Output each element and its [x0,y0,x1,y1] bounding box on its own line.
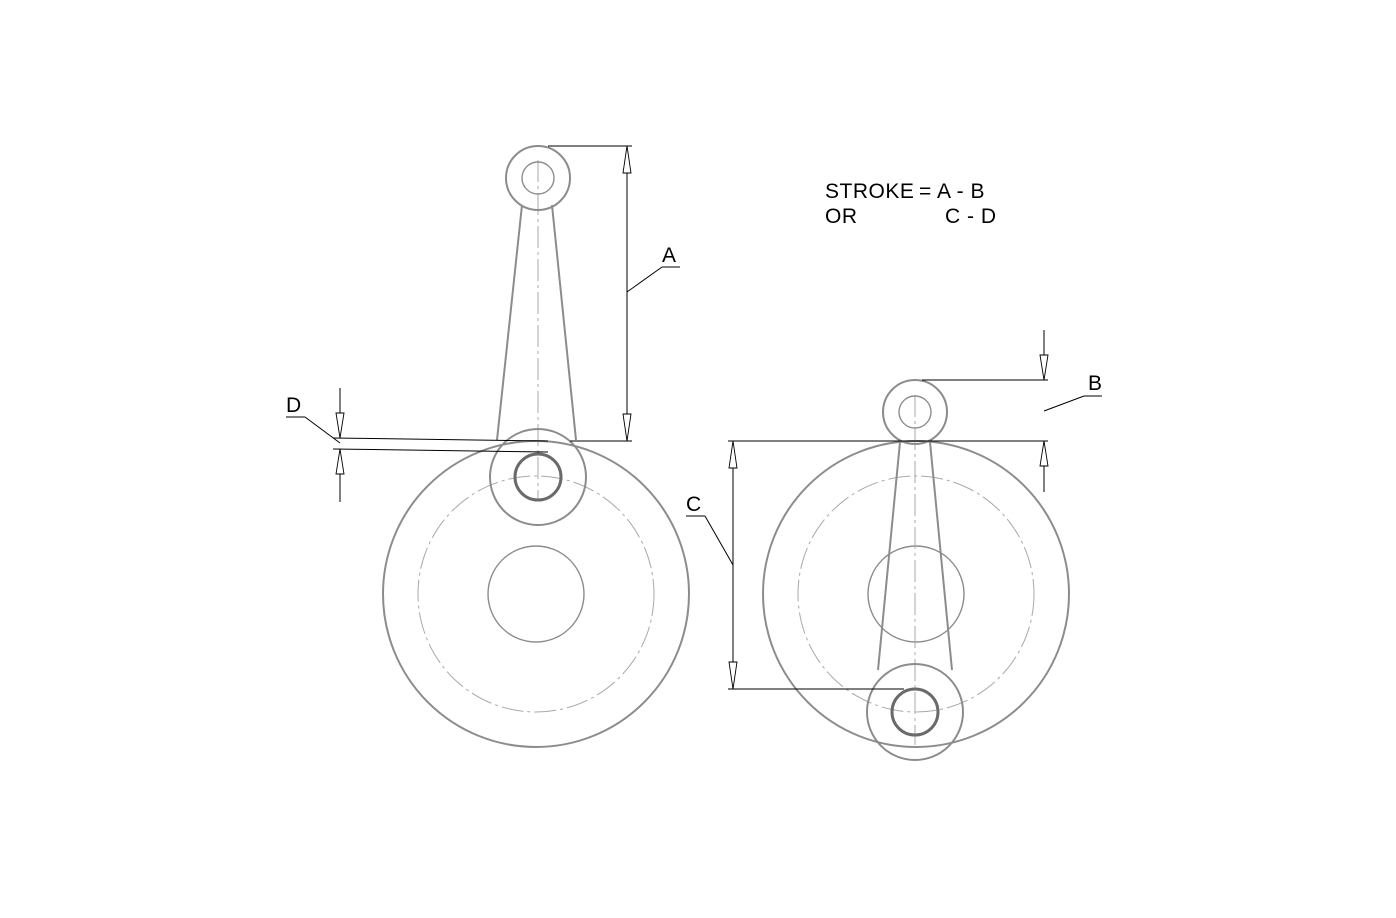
left-small-end-bore [521,161,555,195]
left-rod-edge-left [496,204,523,441]
right-crank-hub [867,545,965,643]
left-crank-pin [513,452,563,502]
note-line1-equation: = A - B [919,180,985,203]
left-small-end [505,145,571,211]
dimension-a-label: A [662,244,676,267]
right-small-end [882,379,948,445]
dimension-b-label: B [1088,372,1102,395]
dimension-a: A [548,145,680,442]
note-line2-equation: C - D [945,205,997,228]
right-rod-edge-left [877,441,901,671]
dimension-b: B [728,330,1102,492]
left-view: A D [286,145,690,748]
left-crank-hub [487,545,585,643]
note-line2-label: OR [825,205,858,228]
right-pin-circle [797,475,1035,713]
note-line1-label: STROKE [825,180,914,203]
right-rod-edge-right [929,441,953,671]
right-small-end-bore [898,395,932,429]
left-big-end [489,428,587,526]
stroke-formula-note: STROKE = A - B OR C - D [825,180,997,228]
right-big-end [866,663,964,761]
dimension-d-label: D [286,394,301,417]
dimension-c-label: C [686,493,701,516]
left-pin-circle [417,475,655,713]
right-crank-disc [762,440,1070,748]
right-crank-pin [890,687,940,737]
left-rod-edge-right [551,204,577,441]
dimension-c: C [686,440,904,690]
dimension-d: D [286,388,549,502]
right-view: B C [686,330,1102,761]
left-crank-disc [382,440,690,748]
